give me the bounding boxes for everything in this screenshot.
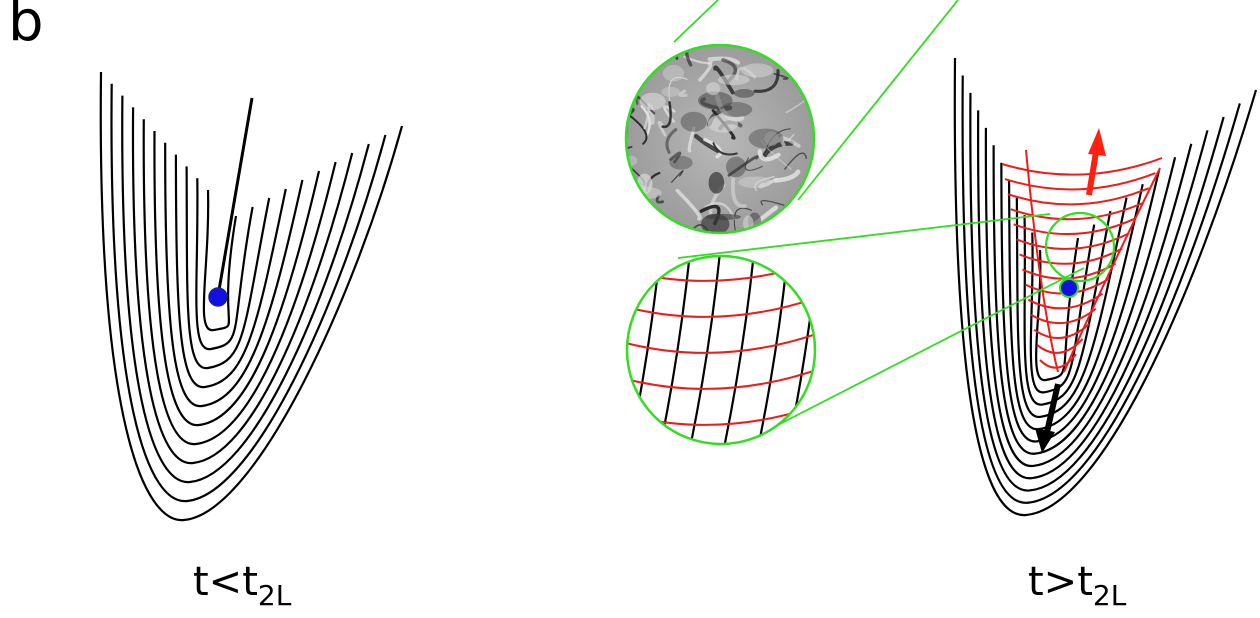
right-blue-ball-icon xyxy=(1060,279,1078,297)
texture-streak xyxy=(643,49,653,73)
texture-blob xyxy=(738,176,772,188)
texture-blob xyxy=(786,59,814,76)
texture-blob xyxy=(709,172,725,194)
texture-blob xyxy=(623,75,639,96)
texture-streak xyxy=(787,225,797,252)
texture-streak xyxy=(791,45,797,65)
texture-blob xyxy=(795,57,826,64)
texture-blob xyxy=(663,65,684,81)
grid-rung-2 xyxy=(1008,188,1149,204)
caption-right-main: t>t xyxy=(1028,559,1093,605)
texture-zoom-circle xyxy=(617,34,826,252)
texture-blob xyxy=(629,210,661,229)
texture-streak xyxy=(630,61,649,67)
left-ridge-line xyxy=(218,98,252,296)
texture-blob xyxy=(708,114,738,132)
texture-streak xyxy=(622,89,631,106)
texture-blob xyxy=(805,76,816,82)
caption-left-main: t<t xyxy=(193,559,258,605)
texture-blob xyxy=(706,214,741,220)
texture-blob xyxy=(681,112,707,132)
texture-streak xyxy=(795,34,808,50)
caption-right: t>t2L xyxy=(1028,562,1126,602)
red-arrow-up-icon xyxy=(1088,128,1106,195)
texture-blob xyxy=(669,156,692,170)
texture-blob xyxy=(706,82,720,95)
grid-zoom-circle xyxy=(620,250,822,451)
texture-blob xyxy=(749,128,784,148)
texture-blob xyxy=(718,74,750,85)
caption-left-sub: 2L xyxy=(258,579,291,612)
left-energy-valley xyxy=(101,72,402,520)
texture-blob xyxy=(640,93,666,110)
right-contour-11 xyxy=(955,58,1256,515)
texture-streak xyxy=(649,216,663,220)
texture-streak xyxy=(625,191,633,206)
panel-label: b xyxy=(8,0,44,50)
texture-blob xyxy=(741,63,773,77)
grid-rung-6 xyxy=(1020,248,1123,263)
texture-blob xyxy=(638,205,652,217)
black-arrow-down-icon xyxy=(1035,384,1058,453)
right-energy-valley xyxy=(955,58,1256,515)
left-blue-ball-icon xyxy=(209,288,227,306)
texture-blob xyxy=(661,87,679,97)
caption-left: t<t2L xyxy=(193,562,291,602)
texture-blob xyxy=(734,89,754,98)
texture-blob xyxy=(726,157,746,178)
grid-rung-4 xyxy=(1014,218,1136,234)
caption-right-sub: 2L xyxy=(1093,579,1126,612)
